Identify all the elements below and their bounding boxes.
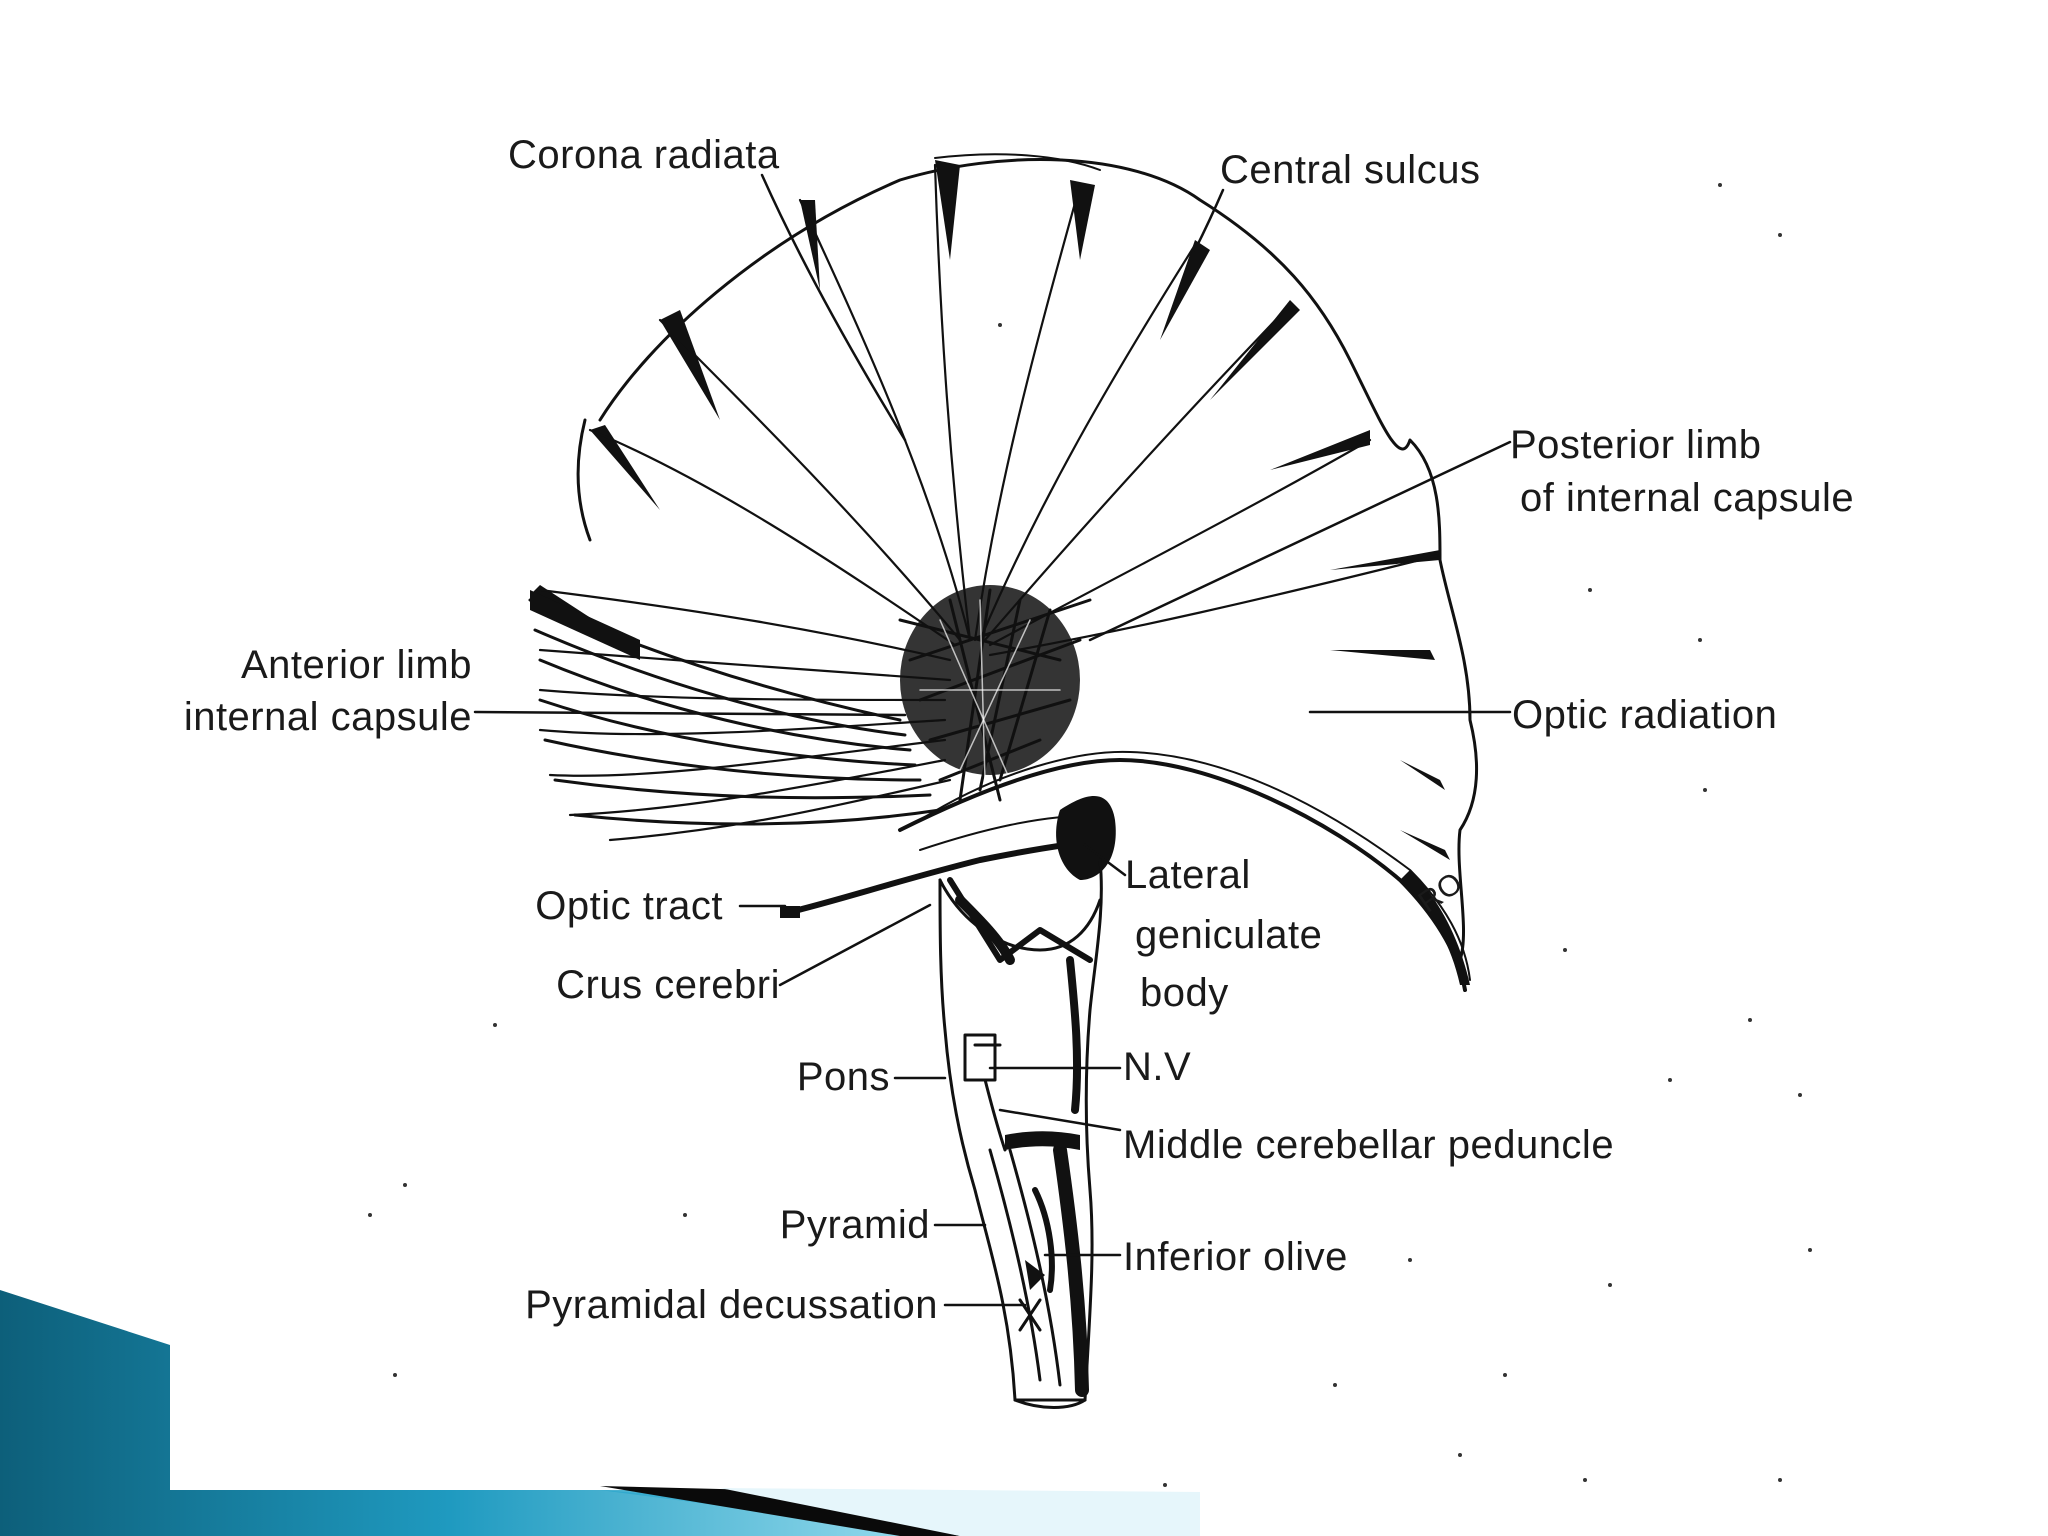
leader-corona-radiata (760, 173, 907, 442)
label-corona-radiata: Corona radiata (508, 133, 780, 177)
leader-crus-cerebri (778, 903, 932, 987)
hemisphere-outline (598, 158, 1478, 962)
leader-lateral-geniculate (1083, 843, 1127, 877)
scan-specks (368, 183, 1812, 1487)
label-crus-cerebri: Crus cerebri (556, 963, 780, 1007)
label-posterior-limb-line2: of internal capsule (1520, 476, 1855, 520)
leader-posterior-limb (1088, 440, 1512, 642)
label-nv: N.V (1123, 1045, 1192, 1089)
label-anterior-limb-line1: Anterior limb (240, 643, 472, 687)
label-lateral-geniculate-line1: Lateral (1125, 853, 1251, 897)
slide-decoration-ribbon (0, 1290, 2048, 1536)
leader-central-sulcus (1193, 188, 1225, 252)
label-central-sulcus: Central sulcus (1220, 148, 1481, 192)
brain-illustration (528, 153, 1478, 1409)
label-pyramidal-decussation: Pyramidal decussation (525, 1283, 938, 1327)
leader-lines (473, 173, 1512, 1307)
label-anterior-limb-line2: internal capsule (183, 695, 472, 739)
label-lateral-geniculate-line2: geniculate (1135, 913, 1323, 957)
label-optic-radiation: Optic radiation (1512, 693, 1778, 737)
leader-middle-cerebellar (998, 1108, 1122, 1132)
leader-anterior-limb (473, 710, 907, 717)
label-middle-cerebellar-peduncle: Middle cerebellar peduncle (1123, 1123, 1615, 1167)
label-inferior-olive: Inferior olive (1123, 1235, 1348, 1279)
label-pyramid: Pyramid (779, 1203, 930, 1247)
label-lateral-geniculate-line3: body (1140, 971, 1229, 1015)
label-optic-tract: Optic tract (535, 884, 723, 928)
label-posterior-limb-line1: Posterior limb (1510, 423, 1762, 467)
label-pons: Pons (796, 1055, 890, 1099)
